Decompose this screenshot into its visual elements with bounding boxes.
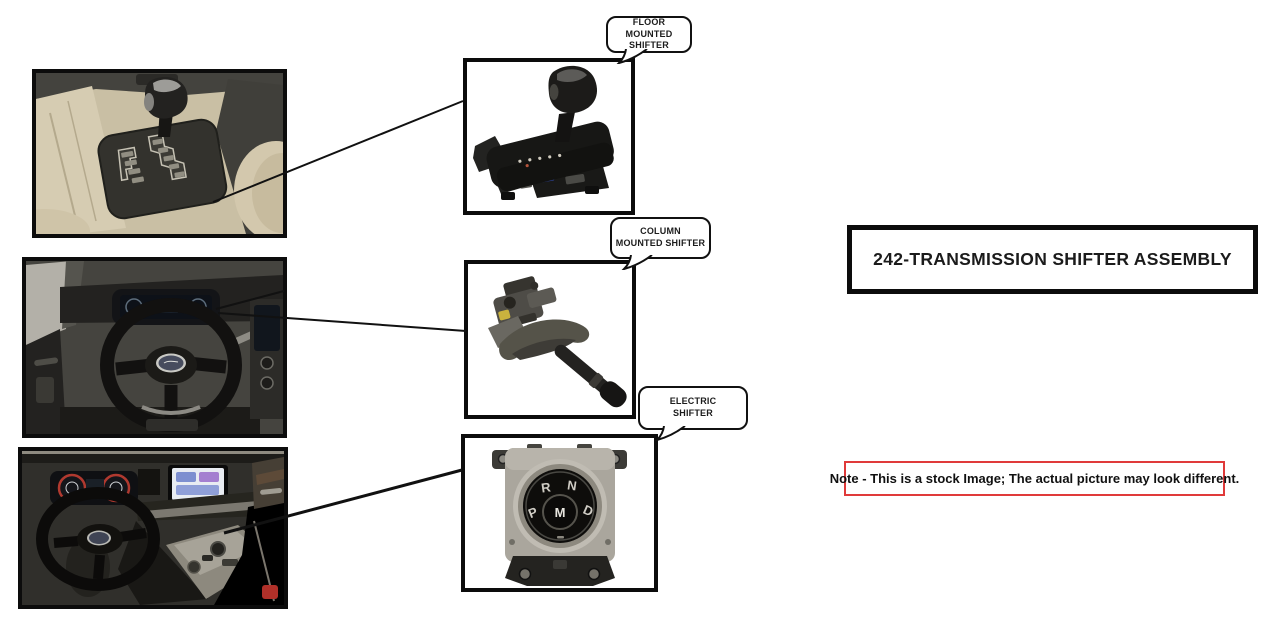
dial-letter-n: N <box>566 477 577 493</box>
electric-shifter-part-art: P R N D M <box>465 438 654 588</box>
dial-letter-r: R <box>540 479 552 495</box>
photo-floor-shifter-interior <box>32 69 287 238</box>
stock-image-note-text: Note - This is a stock Image; The actual… <box>829 471 1240 486</box>
stock-image-note: Note - This is a stock Image; The actual… <box>830 461 1239 496</box>
callout-tail <box>616 49 648 64</box>
callout-column-line1: COLUMN <box>640 226 681 237</box>
callout-column-mounted-shifter: COLUMN MOUNTED SHIFTER <box>610 217 711 270</box>
floor-shifter-interior-art <box>36 73 283 234</box>
callout-column-line2: MOUNTED SHIFTER <box>615 238 706 248</box>
part-box-column-shifter <box>464 260 636 419</box>
callout-electric-line2: SHIFTER <box>673 408 713 418</box>
callout-floor-line1: FLOOR MOUNTED <box>625 16 673 39</box>
part-box-electric-shifter: P R N D M <box>461 434 658 592</box>
assembly-title-box: 242-TRANSMISSION SHIFTER ASSEMBLY <box>847 225 1258 294</box>
callout-electric-line1: ELECTRIC <box>669 396 717 407</box>
callout-floor-line2: SHIFTER <box>629 40 669 51</box>
floor-shifter-part-art <box>467 62 631 211</box>
dial-letter-m: M <box>555 505 566 520</box>
photo-electric-shifter-interior <box>18 447 288 609</box>
photo-column-shifter-interior <box>22 257 287 438</box>
callout-electric-shifter: ELECTRIC SHIFTER <box>638 386 748 441</box>
column-shifter-interior-art <box>26 261 283 434</box>
callout-tail <box>621 255 653 270</box>
callout-tail <box>654 426 686 441</box>
part-box-floor-shifter <box>463 58 635 215</box>
callout-floor-mounted-shifter: FLOOR MOUNTED SHIFTER <box>606 16 692 64</box>
assembly-title: 242-TRANSMISSION SHIFTER ASSEMBLY <box>873 249 1232 269</box>
column-shifter-part-art <box>468 264 632 415</box>
electric-shifter-interior-art <box>22 451 284 605</box>
